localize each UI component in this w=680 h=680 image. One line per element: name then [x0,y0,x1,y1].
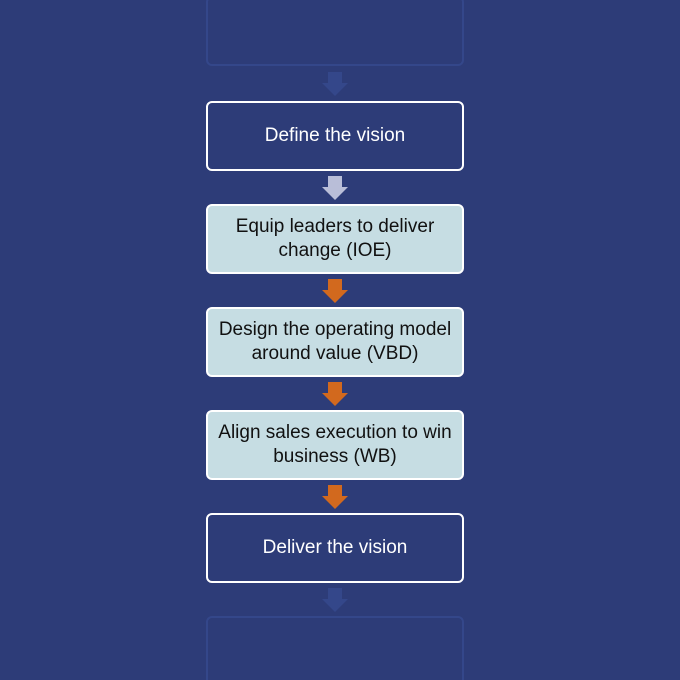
faint-top-arrow-icon [322,72,348,96]
step-label: Define the vision [264,125,406,146]
down-arrow-icon [322,382,348,406]
step-label: Align sales execution to win business (W… [218,422,452,467]
step-equip-leaders: Equip leaders to deliver change (IOE) [206,204,464,274]
step-define-vision: Define the vision [206,101,464,171]
faint-bottom-box [206,616,464,680]
down-arrow-icon [322,279,348,303]
step-label: Design the operating model around value … [218,319,452,364]
down-arrow-icon [322,176,348,200]
down-arrow-icon [322,485,348,509]
step-align-sales: Align sales execution to win business (W… [206,410,464,480]
faint-top-box [206,0,464,66]
step-deliver-vision: Deliver the vision [206,513,464,583]
step-label: Deliver the vision [262,537,408,558]
faint-bottom-arrow-icon [322,588,348,612]
step-label: Equip leaders to deliver change (IOE) [235,216,435,261]
step-design-operating-model: Design the operating model around value … [206,307,464,377]
